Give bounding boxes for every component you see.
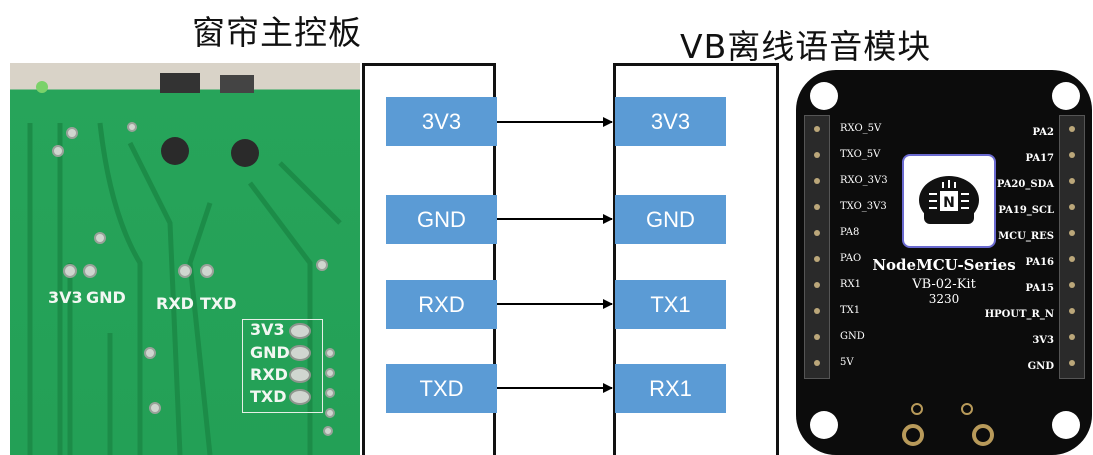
speaker-pad: [972, 424, 994, 446]
main-board-photo: 3V3 GND RXD TXD 3V3 GND RXD TXD: [10, 63, 360, 455]
pcb-traces: [27, 73, 342, 455]
module-pin-label: RX1: [840, 279, 862, 290]
module-pin-label: PA20_SDA: [996, 179, 1054, 190]
left-pin-txd: TXD: [386, 364, 497, 413]
module-series-text: NodeMCU-Series: [872, 256, 1016, 274]
voice-module-board: RXO_5V TXO_5V RXO_3V3 TXO_3V3 PA8 PAO RX…: [796, 70, 1092, 455]
right-pin-tx1: TX1: [615, 280, 726, 329]
module-pin-label: TXO_3V3: [840, 201, 887, 212]
voice-module-title: VB离线语音模块: [680, 27, 932, 66]
module-pin-label: PAO: [840, 253, 862, 264]
module-pin-label: PA2: [1032, 127, 1054, 138]
pcb-header-label: TXD: [250, 387, 287, 406]
module-pin-label: GND: [1027, 361, 1054, 372]
right-pin-3v3: 3V3: [615, 97, 726, 146]
module-model-text: VB-02-Kit: [912, 277, 976, 292]
right-pin-gnd: GND: [615, 195, 726, 244]
speaker-pad: [902, 424, 924, 446]
module-pin-label: TXO_5V: [840, 149, 881, 160]
pcb-header-label: 3V3: [250, 320, 285, 339]
module-pin-label: GND: [840, 331, 865, 342]
module-pin-label: 3V3: [1032, 335, 1054, 346]
pcb-header-label: GND: [250, 343, 290, 362]
module-pin-label: RXO_3V3: [840, 175, 888, 186]
module-pin-label: PA19_SCL: [998, 205, 1054, 216]
module-pin-label: TX1: [840, 305, 861, 316]
left-pin-header: [804, 115, 830, 379]
nodemcu-logo-icon: N: [919, 176, 979, 224]
module-code-text: 3230: [928, 292, 960, 306]
mount-hole: [1052, 82, 1080, 110]
module-pin-label: PA15: [1025, 283, 1054, 294]
right-pin-header: [1059, 115, 1085, 379]
left-pin-rxd: RXD: [386, 280, 497, 329]
nodemcu-logo-box: N: [902, 154, 996, 248]
pcb-label-txd: TXD: [200, 294, 237, 313]
solder-pad: [961, 403, 973, 415]
module-pin-label: RXO_5V: [840, 123, 882, 134]
solder-pad: [911, 403, 923, 415]
module-pin-label: HPOUT_R_N: [984, 309, 1054, 320]
left-pin-gnd: GND: [386, 195, 497, 244]
mount-hole: [1052, 411, 1080, 439]
pcb-label-gnd: GND: [86, 288, 126, 307]
module-pin-label: PA16: [1025, 257, 1054, 268]
module-pin-label: PA8: [840, 227, 860, 238]
logo-letter: N: [943, 195, 955, 211]
module-pin-label: MCU_RES: [998, 231, 1054, 242]
mount-hole: [810, 411, 838, 439]
module-pin-label: 5V: [840, 357, 854, 368]
pcb-label-3v3: 3V3: [48, 288, 83, 307]
pcb-header-outline: [242, 319, 323, 413]
mount-hole: [810, 82, 838, 110]
left-pin-3v3: 3V3: [386, 97, 497, 146]
module-pin-label: PA17: [1025, 153, 1054, 164]
main-board-title: 窗帘主控板: [192, 13, 362, 52]
pcb-label-rxd: RXD: [156, 294, 194, 313]
pcb-header-label: RXD: [250, 365, 288, 384]
right-pin-rx1: RX1: [615, 364, 726, 413]
